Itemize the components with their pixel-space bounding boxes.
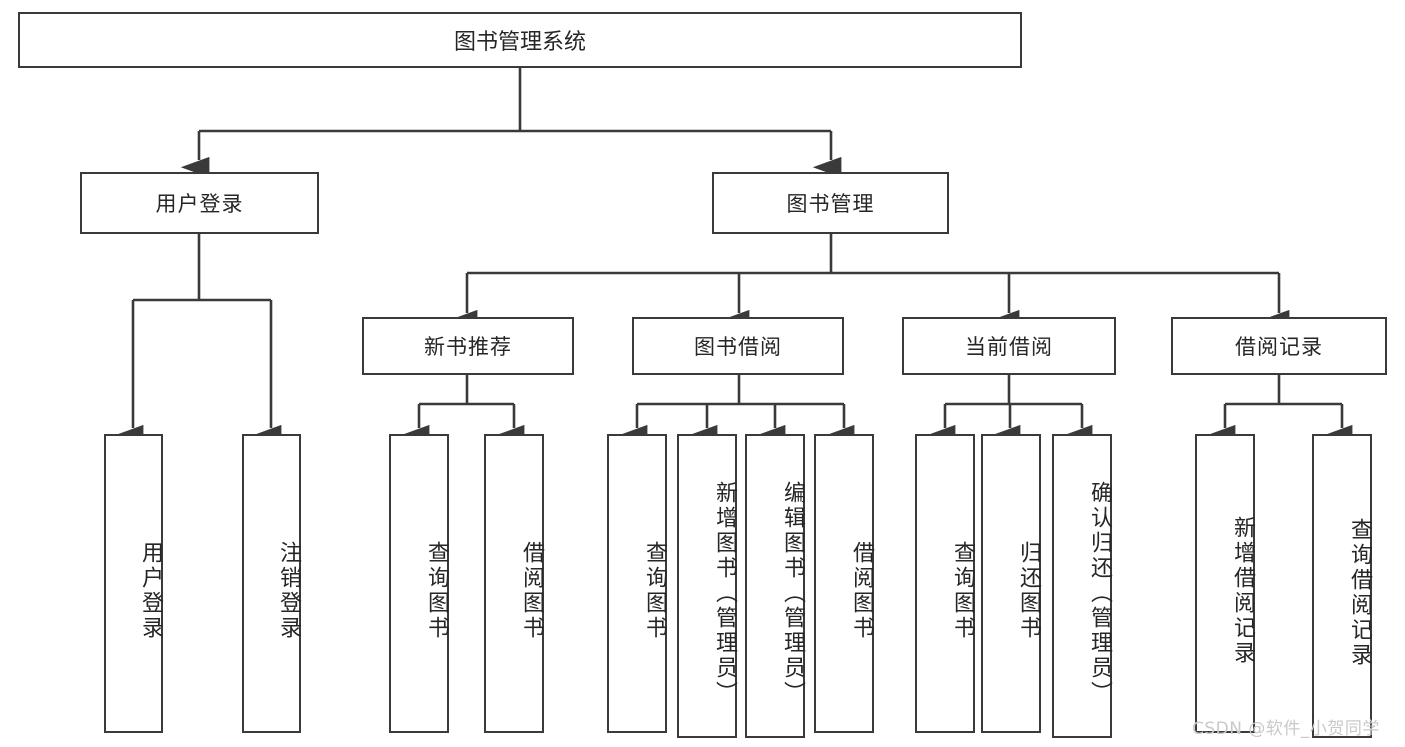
node-leaf-query-book-2-label: 查询图书 [642,540,667,641]
node-leaf-user-login[interactable]: 用户登录 [104,434,163,733]
node-root[interactable]: 图书管理系统 [18,12,1022,68]
node-leaf-edit-book[interactable]: 编辑图书（管理员） [745,434,805,738]
node-leaf-add-book-label: 新增图书（管理员） [712,480,737,706]
node-new-book-recommend-label: 新书推荐 [424,335,512,359]
node-leaf-add-record-label: 新增借阅记录 [1230,515,1255,666]
node-user-login-label: 用户登录 [155,192,244,216]
node-leaf-return-book-label: 归还图书 [1016,540,1041,641]
node-leaf-borrow-book-2-label: 借阅图书 [849,540,874,641]
node-borrow-record[interactable]: 借阅记录 [1171,317,1387,375]
node-leaf-query-book-1-label: 查询图书 [424,540,449,641]
node-leaf-query-book-1[interactable]: 查询图书 [389,434,449,733]
node-borrow-record-label: 借阅记录 [1235,335,1323,359]
node-book-manage-label: 图书管理 [786,192,875,216]
node-leaf-add-book[interactable]: 新增图书（管理员） [677,434,737,738]
node-leaf-borrow-book-1-label: 借阅图书 [519,540,544,641]
node-leaf-user-logout[interactable]: 注销登录 [242,434,301,733]
node-root-label: 图书管理系统 [453,30,586,55]
node-leaf-add-record[interactable]: 新增借阅记录 [1195,434,1255,733]
node-leaf-return-book[interactable]: 归还图书 [981,434,1041,733]
node-leaf-confirm-return-label: 确认归还（管理员） [1087,480,1112,706]
node-leaf-query-book-3-label: 查询图书 [950,540,975,641]
node-book-borrow[interactable]: 图书借阅 [632,317,844,375]
node-leaf-borrow-book-2[interactable]: 借阅图书 [814,434,874,733]
node-leaf-borrow-book-1[interactable]: 借阅图书 [484,434,544,733]
node-leaf-confirm-return[interactable]: 确认归还（管理员） [1052,434,1112,738]
node-leaf-edit-book-label: 编辑图书（管理员） [780,480,805,706]
node-leaf-user-login-label: 用户登录 [138,540,163,641]
node-new-book-recommend[interactable]: 新书推荐 [362,317,574,375]
node-leaf-query-book-3[interactable]: 查询图书 [915,434,975,733]
node-book-manage[interactable]: 图书管理 [712,172,949,234]
node-leaf-query-record-label: 查询借阅记录 [1347,518,1372,668]
watermark: CSDN @软件_小贺同学 [1192,719,1380,739]
node-current-borrow[interactable]: 当前借阅 [902,317,1116,375]
node-current-borrow-label: 当前借阅 [965,335,1053,359]
node-leaf-query-record[interactable]: 查询借阅记录 [1312,434,1372,738]
node-leaf-query-book-2[interactable]: 查询图书 [607,434,667,733]
node-book-borrow-label: 图书借阅 [694,335,782,359]
node-user-login[interactable]: 用户登录 [80,172,319,234]
node-leaf-user-logout-label: 注销登录 [276,540,301,641]
